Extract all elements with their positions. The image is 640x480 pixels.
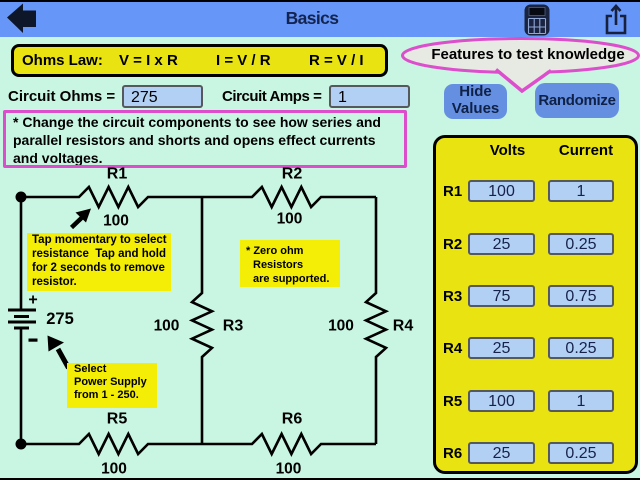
svg-text:R1: R1 — [107, 166, 128, 183]
svg-text:100: 100 — [101, 461, 127, 478]
svg-text:100: 100 — [154, 318, 180, 335]
svg-text:100: 100 — [276, 461, 302, 478]
svg-text:R6: R6 — [282, 411, 303, 428]
svg-text:R5: R5 — [107, 411, 128, 428]
svg-text:R4: R4 — [393, 318, 414, 335]
svg-text:100: 100 — [277, 211, 303, 228]
svg-text:275: 275 — [46, 310, 74, 328]
svg-text:+: + — [28, 292, 37, 309]
svg-text:R2: R2 — [282, 166, 303, 183]
svg-text:100: 100 — [103, 213, 129, 230]
svg-text:R3: R3 — [223, 318, 244, 335]
svg-text:100: 100 — [328, 318, 354, 335]
